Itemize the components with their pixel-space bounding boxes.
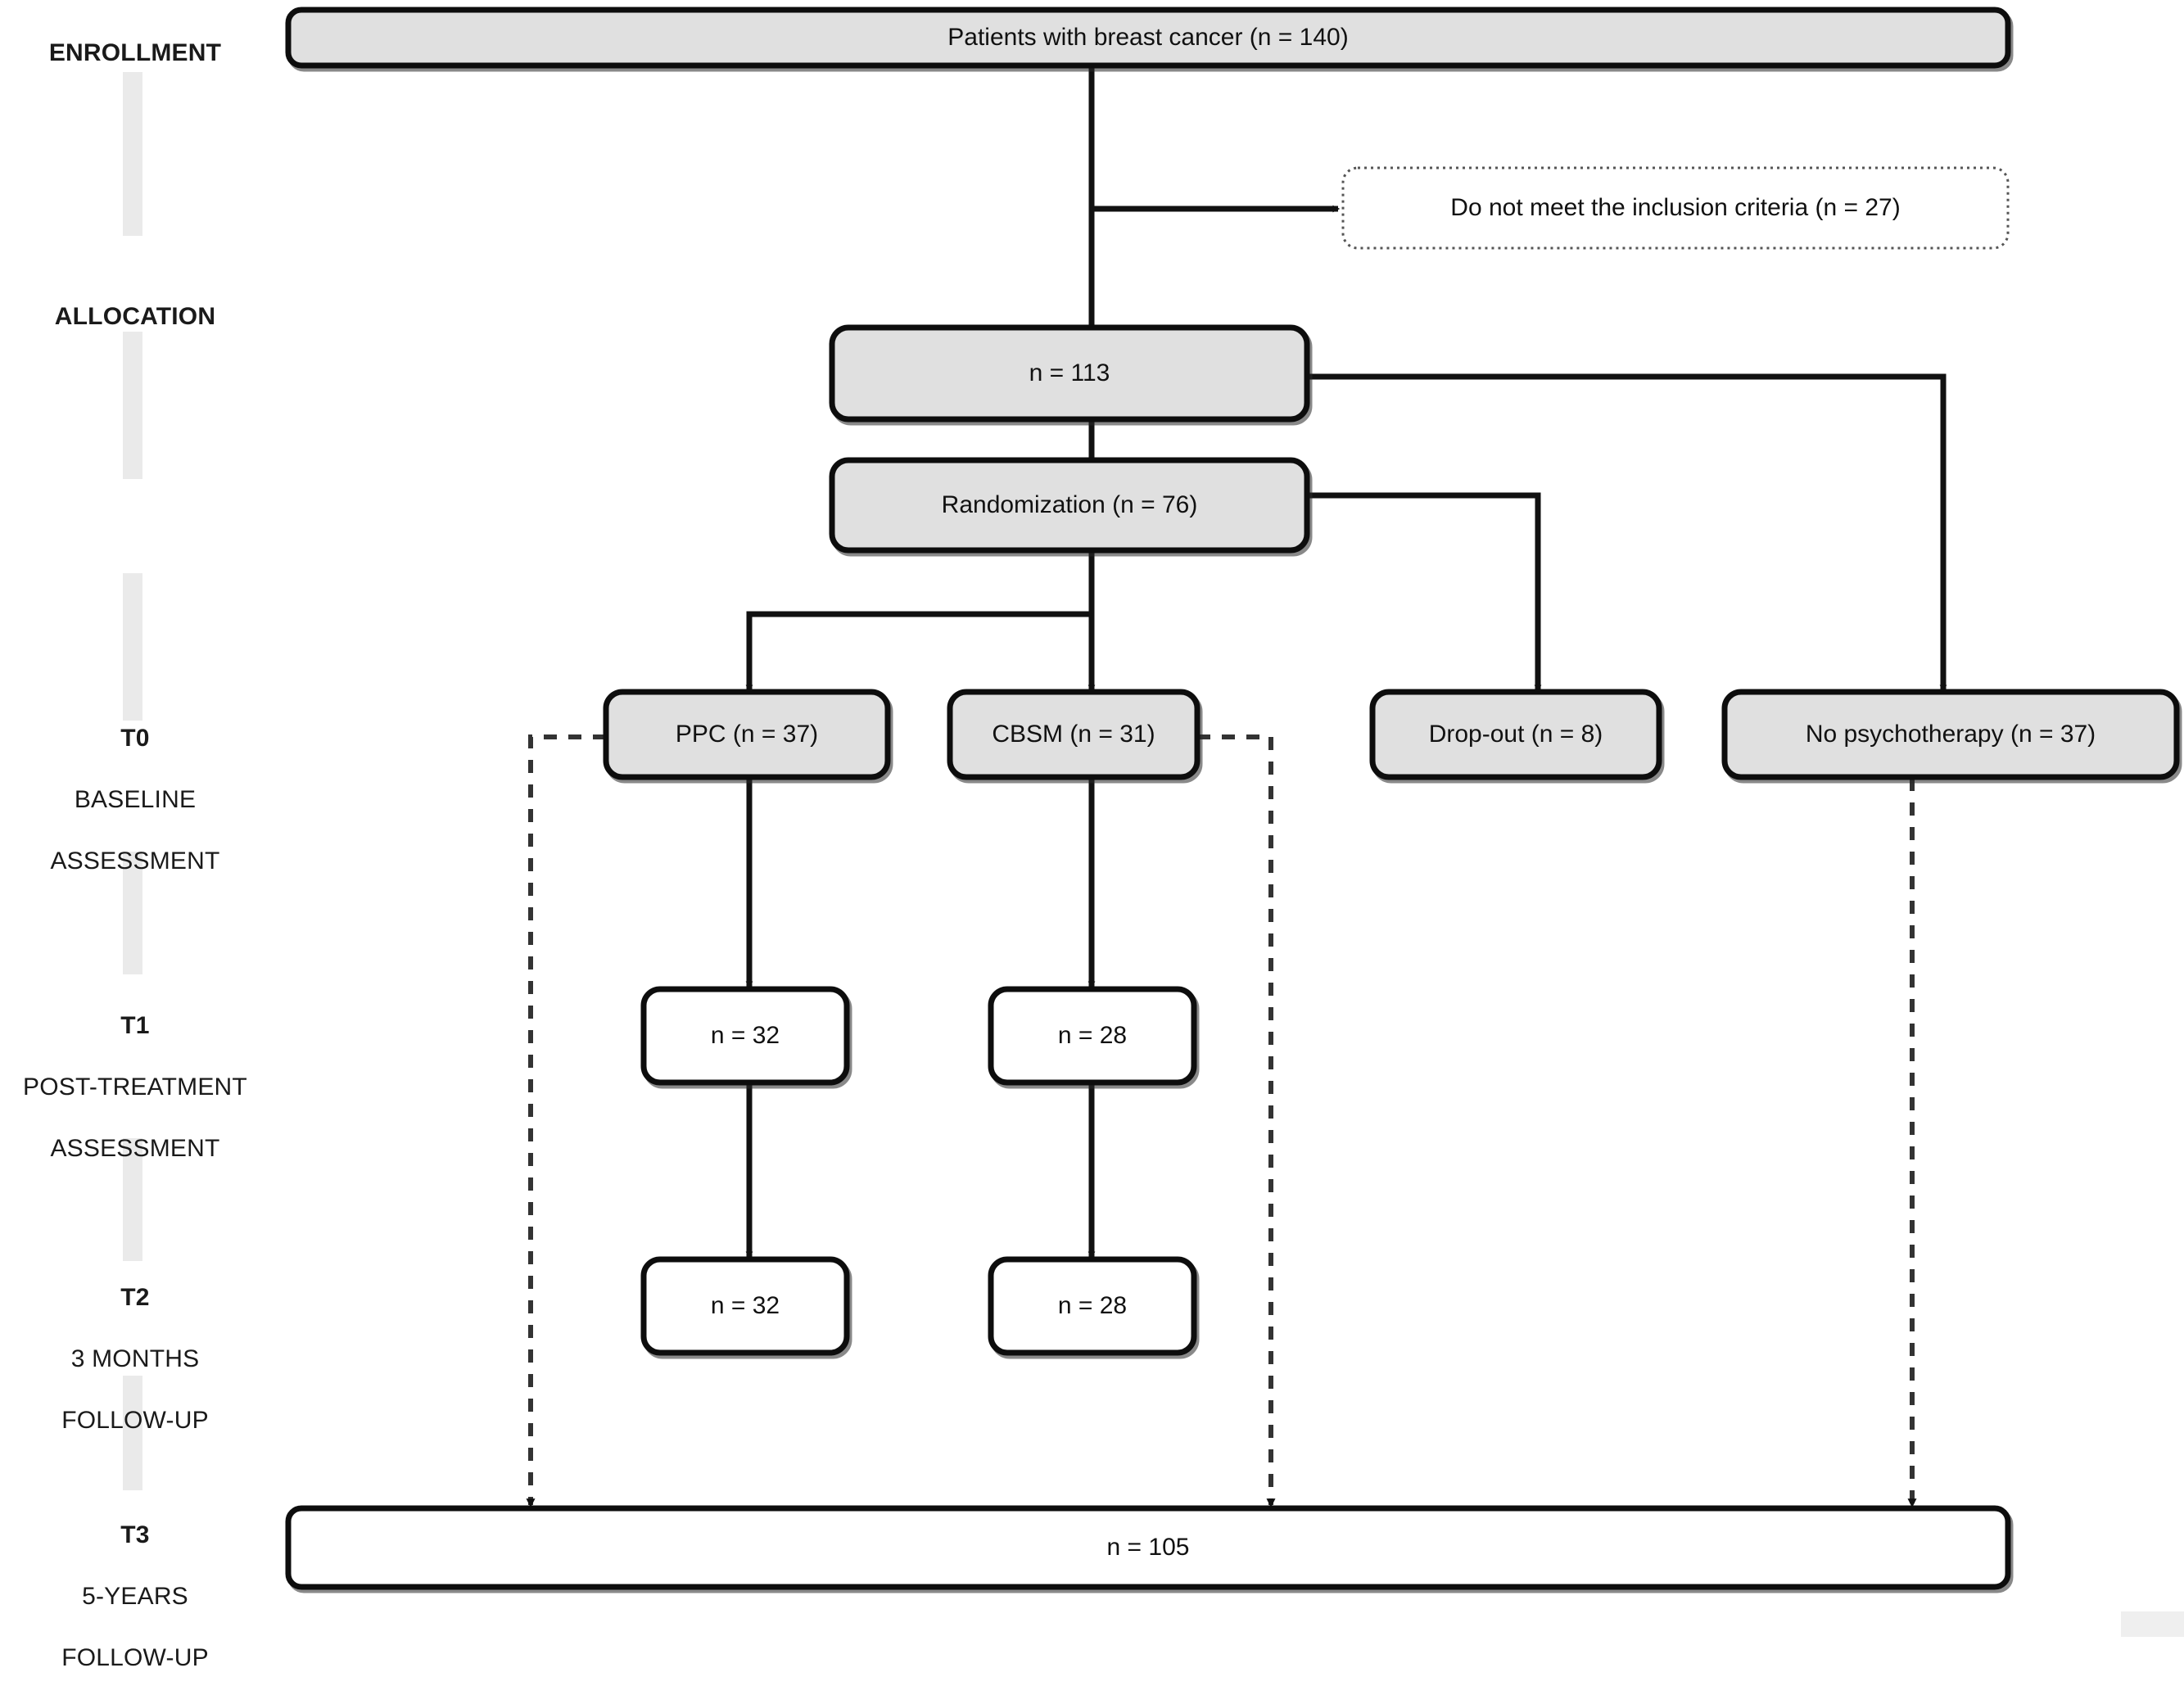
connector-group: [745, 66, 1947, 1259]
node-group: [285, 7, 2180, 1590]
node-dropout[interactable]: [1369, 689, 1662, 780]
edge-cbsm-to-final-dashed: [1197, 734, 1276, 1508]
flow-diagram-canvas: ENROLLMENT ALLOCATION T0 BASELINE ASSESS…: [0, 7, 2184, 1671]
node-cbsm-t1[interactable]: [988, 986, 1197, 1086]
node-ppc-t2[interactable]: [640, 1256, 850, 1356]
stage-label-t0-line-0: T0: [120, 724, 150, 752]
stage-label-t2: T2 3 MONTHS FOLLOW-UP: [0, 1251, 270, 1467]
stage-label-t1-line-0: T1: [120, 1011, 150, 1039]
stage-label-t0-line-1: BASELINE: [74, 785, 197, 813]
stage-label-t3-line-0: T3: [120, 1521, 150, 1548]
stage-rail-t0: [123, 573, 142, 721]
stage-rail-allocation: [123, 332, 142, 479]
stage-label-t0: T0 BASELINE ASSESSMENT: [0, 692, 270, 907]
page-corner-artifact: [2121, 1611, 2184, 1637]
stage-label-t3-line-2: FOLLOW-UP: [61, 1643, 209, 1671]
edge-randomization-to-ppc: [745, 611, 1092, 693]
node-final-t3[interactable]: [285, 1505, 2011, 1590]
stage-label-t1-line-1: POST-TREATMENT: [23, 1073, 247, 1101]
node-no-psychotherapy[interactable]: [1721, 689, 2180, 780]
stage-label-allocation-line-0: ALLOCATION: [54, 302, 216, 330]
stage-rail-group: [123, 72, 142, 1490]
stage-label-t3-line-1: 5-YEARS: [82, 1582, 188, 1610]
edge-ppc-to-final-dashed: [526, 734, 606, 1508]
stage-rail-t1: [123, 852, 142, 974]
stage-label-t2-line-0: T2: [120, 1283, 150, 1311]
stage-label-t1: T1 POST-TREATMENT ASSESSMENT: [0, 979, 270, 1195]
node-cbsm-t2[interactable]: [988, 1256, 1197, 1356]
node-eligible[interactable]: [829, 324, 1310, 423]
stage-label-t2-line-1: 3 MONTHS: [70, 1345, 200, 1372]
node-cbsm-t0[interactable]: [947, 689, 1201, 780]
node-ppc-t1[interactable]: [640, 986, 850, 1086]
node-ppc-t0[interactable]: [603, 689, 891, 780]
stage-label-t0-line-2: ASSESSMENT: [50, 847, 220, 875]
dashed-connector-group: [526, 734, 1917, 1508]
node-excluded[interactable]: [1341, 166, 2010, 250]
stage-label-t2-line-2: FOLLOW-UP: [61, 1406, 209, 1434]
stage-label-t3: T3 5-YEARS FOLLOW-UP: [0, 1489, 270, 1704]
node-enrolled[interactable]: [285, 7, 2011, 69]
flow-diagram-svg: [123, 7, 2180, 1590]
stage-label-t1-line-2: ASSESSMENT: [50, 1134, 220, 1162]
stage-rail-t2: [123, 1138, 142, 1261]
stage-label-enrollment: ENROLLMENT: [0, 7, 270, 99]
stage-rail-t3: [123, 1376, 142, 1490]
stage-label-enrollment-line-0: ENROLLMENT: [48, 38, 222, 66]
node-randomization[interactable]: [829, 457, 1310, 554]
edge-eligible-to-nopsych: [1309, 373, 1947, 693]
edge-randomization-to-dropout: [1309, 492, 1542, 693]
stage-rail-enrollment: [123, 72, 142, 236]
stage-label-allocation: ALLOCATION: [0, 270, 270, 363]
